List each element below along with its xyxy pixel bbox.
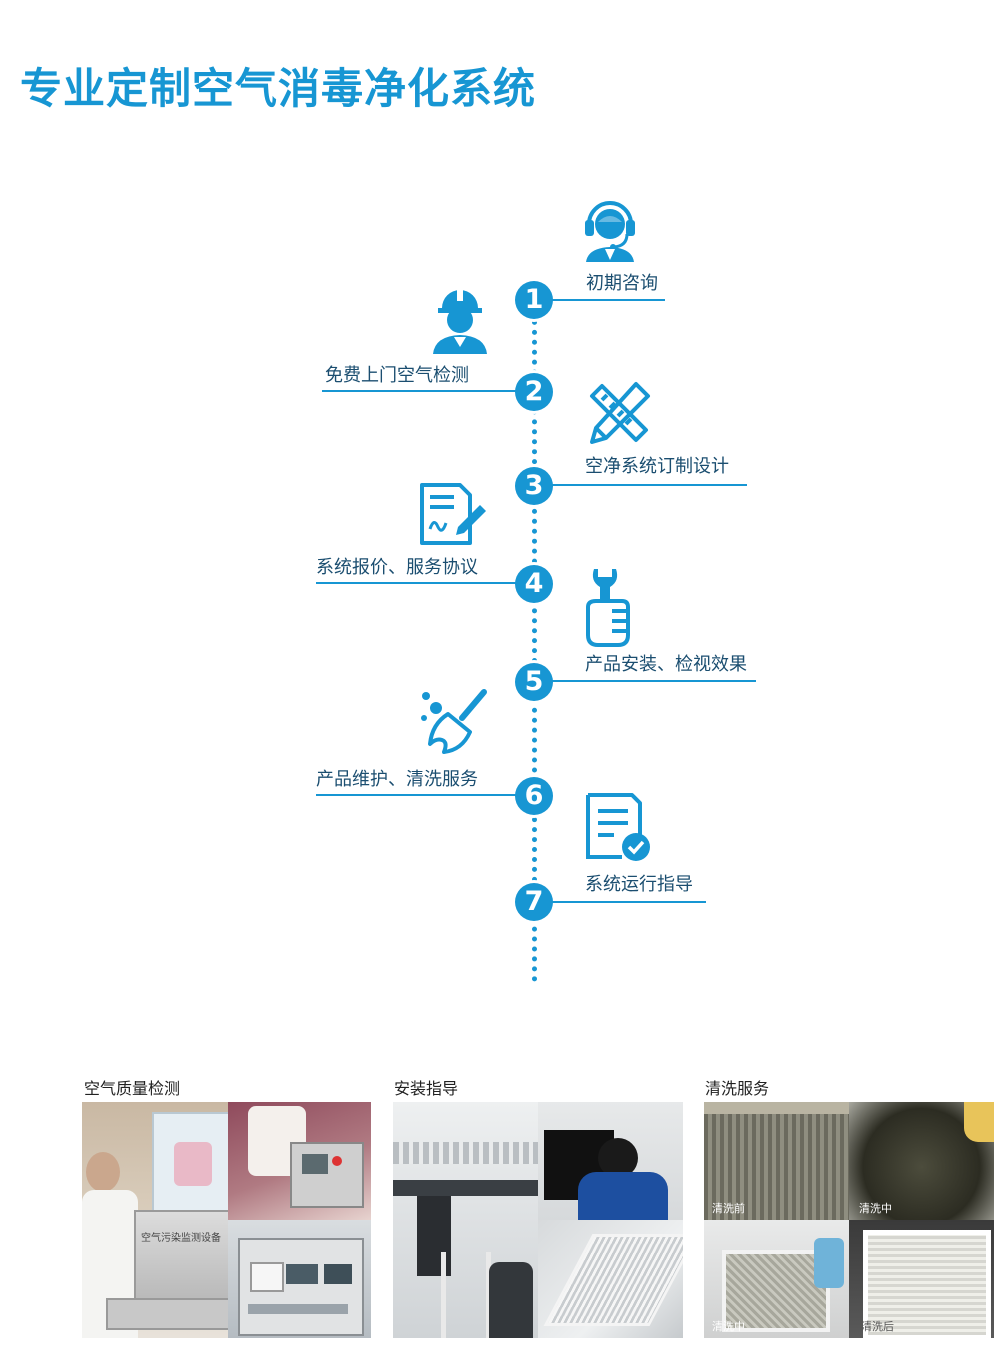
photo-ceiling-installation-ladder <box>393 1102 538 1338</box>
page-title: 专业定制空气消毒净化系统 <box>20 64 537 113</box>
photo-technician-with-device: 空气污染监测设备 <box>82 1102 228 1338</box>
step-underline-3 <box>550 484 747 486</box>
timeline-dotted-line <box>532 300 537 982</box>
photo-filter-before-cleaning: 清洗前 <box>704 1102 849 1220</box>
step-label-2: 免费上门空气检测 <box>325 365 469 386</box>
step-number-3: 3 <box>515 467 553 505</box>
step-label-6: 产品维护、清洗服务 <box>316 769 478 790</box>
step-underline-1 <box>550 299 665 301</box>
step-number-4: 4 <box>515 565 553 603</box>
gallery-caption-air-testing: 空气质量检测 <box>84 1079 181 1098</box>
step-number-5: 5 <box>515 663 553 701</box>
engineer-helmet-icon <box>433 289 487 354</box>
contract-pen-icon <box>420 483 486 545</box>
cleaning-tag-during-2: 清洗中 <box>712 1320 745 1333</box>
device-label-text: 空气污染监测设备 <box>141 1233 221 1244</box>
photo-hands-operating-meter <box>228 1102 371 1220</box>
step-underline-7 <box>550 901 706 903</box>
step-number-6: 6 <box>515 777 553 815</box>
step-label-1: 初期咨询 <box>586 273 658 294</box>
photo-worker-at-ceiling-opening <box>538 1102 683 1220</box>
step-label-7: 系统运行指导 <box>585 874 693 895</box>
step-number-7: 7 <box>515 883 553 921</box>
wrench-hand-icon <box>586 569 630 647</box>
step-label-5: 产品安装、检视效果 <box>585 654 747 675</box>
step-underline-6 <box>316 794 517 796</box>
step-underline-5 <box>550 680 756 682</box>
step-label-4: 系统报价、服务协议 <box>316 557 478 578</box>
step-label-3: 空净系统订制设计 <box>585 456 729 477</box>
step-underline-2 <box>322 390 517 392</box>
gallery-caption-installation: 安装指导 <box>394 1079 459 1098</box>
cleaning-tag-after: 清洗后 <box>861 1320 894 1333</box>
pencil-ruler-icon <box>590 382 650 444</box>
photo-filter-during-cleaning-1: 清洗中 <box>849 1102 994 1220</box>
document-check-icon <box>586 793 650 861</box>
photo-monitoring-equipment-panel <box>228 1220 371 1338</box>
cleaning-tag-during-1: 清洗中 <box>859 1202 892 1215</box>
cleaning-tag-before: 清洗前 <box>712 1202 745 1215</box>
photo-filter-after-cleaning: 清洗后 <box>849 1220 994 1338</box>
broom-cleaning-icon <box>421 689 487 754</box>
step-underline-4 <box>316 582 517 584</box>
photo-installed-ceiling-vent <box>538 1220 683 1338</box>
headset-support-icon <box>585 201 635 262</box>
step-number-2: 2 <box>515 373 553 411</box>
photo-filter-during-cleaning-2: 清洗中 <box>704 1220 849 1338</box>
step-number-1: 1 <box>515 281 553 319</box>
gallery-caption-cleaning: 清洗服务 <box>705 1079 770 1098</box>
